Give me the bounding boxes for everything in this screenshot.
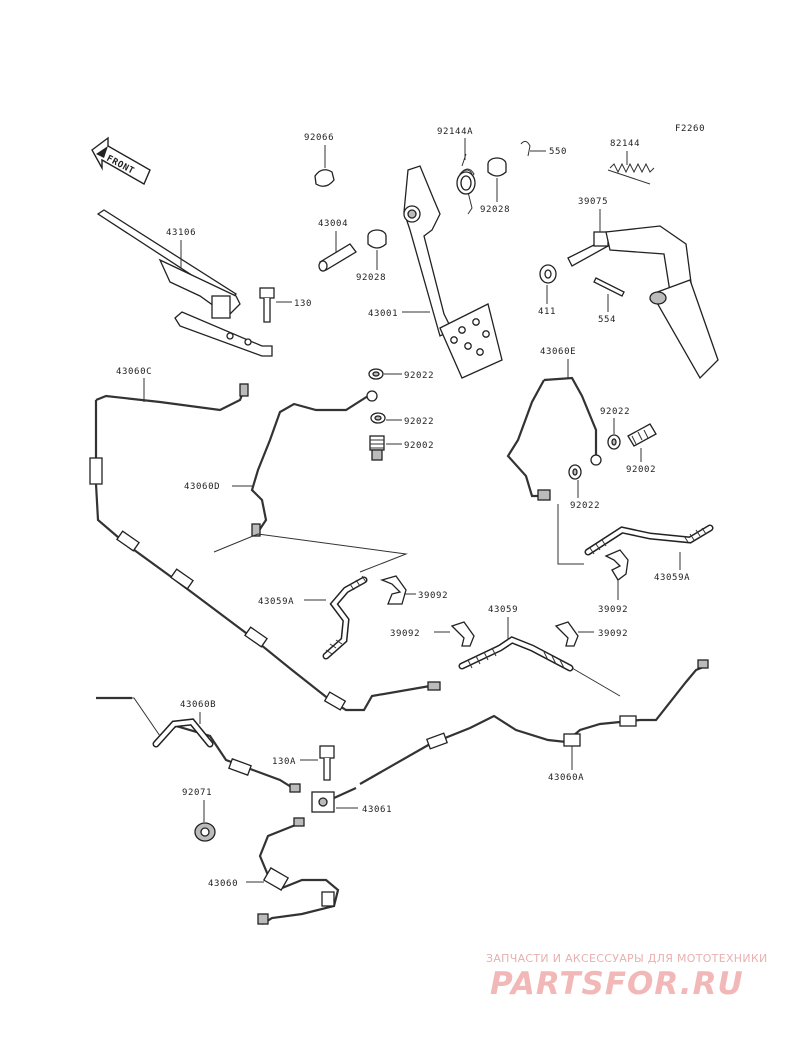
part-92002-banjo-bolt-a [369, 435, 385, 461]
part-main-brake-line [94, 483, 441, 712]
watermark-logo: PARTSFOR.RU [490, 966, 744, 1002]
part-92028-bushing-upper [487, 157, 507, 177]
label-92022-b: 92022 [404, 417, 434, 427]
label-92028-lower: 92028 [356, 273, 386, 283]
part-130A-bolt [319, 745, 335, 781]
label-130: 130 [294, 299, 312, 309]
label-92144A: 92144A [437, 127, 473, 137]
label-43106: 43106 [166, 228, 196, 238]
diagram-code: F2260 [675, 124, 705, 134]
part-39075-rear-pedal [567, 225, 719, 380]
label-92066: 92066 [304, 133, 334, 143]
part-39092-clip-right-centre [554, 621, 579, 647]
part-39092-clip-right [604, 549, 629, 581]
label-43060: 43060 [208, 879, 238, 889]
label-554: 554 [598, 315, 616, 325]
part-92022-washer-d [568, 464, 582, 480]
part-43060A-brake-line [359, 659, 709, 785]
part-43106-parking-lever [96, 209, 273, 357]
label-92002-a: 92002 [404, 441, 434, 451]
label-43061: 43061 [362, 805, 392, 815]
part-43060E-brake-line [506, 376, 602, 501]
label-130A: 130A [272, 757, 296, 767]
part-43060C-brake-line [89, 383, 249, 485]
part-43059A-hose-left [322, 575, 368, 660]
label-39092-upper: 39092 [418, 591, 448, 601]
part-43060D-brake-line [250, 390, 378, 537]
label-39092-right-centre: 39092 [598, 629, 628, 639]
part-550-cotter-pin [520, 140, 531, 157]
part-92022-washer-b [370, 412, 386, 424]
part-43001-brake-pedal [403, 165, 503, 379]
part-130-bolt [259, 287, 275, 323]
part-43059A-hose-right [584, 524, 714, 556]
label-92022-a: 92022 [404, 371, 434, 381]
part-411-washer [539, 264, 557, 284]
part-92028-bushing-lower [367, 229, 387, 249]
part-39092-clip-upper [379, 575, 407, 605]
label-43059: 43059 [488, 605, 518, 615]
part-92066 [314, 169, 335, 187]
label-43060C: 43060C [116, 367, 152, 377]
part-43004-pivot-pin [318, 243, 357, 272]
part-92144A-spring [456, 153, 476, 215]
part-554-pin [593, 277, 625, 297]
watermark-subtitle: ЗАПЧАСТИ И АКСЕССУАРЫ ДЛЯ МОТОТЕХНИКИ [486, 952, 768, 965]
label-82144: 82144 [610, 139, 640, 149]
part-92071-grommet [194, 822, 216, 842]
label-43004: 43004 [318, 219, 348, 229]
part-92022-washer-c [607, 434, 621, 450]
part-92022-washer-a [368, 368, 384, 380]
part-43061-junction [311, 786, 357, 813]
label-92071: 92071 [182, 788, 212, 798]
label-39092-left: 39092 [390, 629, 420, 639]
label-39075: 39075 [578, 197, 608, 207]
label-39092-right: 39092 [598, 605, 628, 615]
label-411: 411 [538, 307, 556, 317]
label-43059A-left: 43059A [258, 597, 294, 607]
label-43001: 43001 [368, 309, 398, 319]
label-43060D: 43060D [184, 482, 220, 492]
front-arrow-icon: FRONT [91, 136, 151, 185]
part-43060B-brake-line [96, 696, 301, 793]
label-43060B: 43060B [180, 700, 216, 710]
part-43060-brake-line [257, 817, 340, 925]
label-92022-d: 92022 [570, 501, 600, 511]
part-39092-clip-left [450, 621, 475, 647]
part-43059-hose-centre [458, 636, 574, 672]
label-550: 550 [549, 147, 567, 157]
part-92002-banjo-bolt-b [627, 423, 657, 447]
label-43059A-right: 43059A [654, 573, 690, 583]
label-92002-b: 92002 [626, 465, 656, 475]
label-92028-upper: 92028 [480, 205, 510, 215]
label-92022-c: 92022 [600, 407, 630, 417]
label-43060A: 43060A [548, 773, 584, 783]
part-82144-spring [607, 162, 655, 185]
label-43060E: 43060E [540, 347, 576, 357]
